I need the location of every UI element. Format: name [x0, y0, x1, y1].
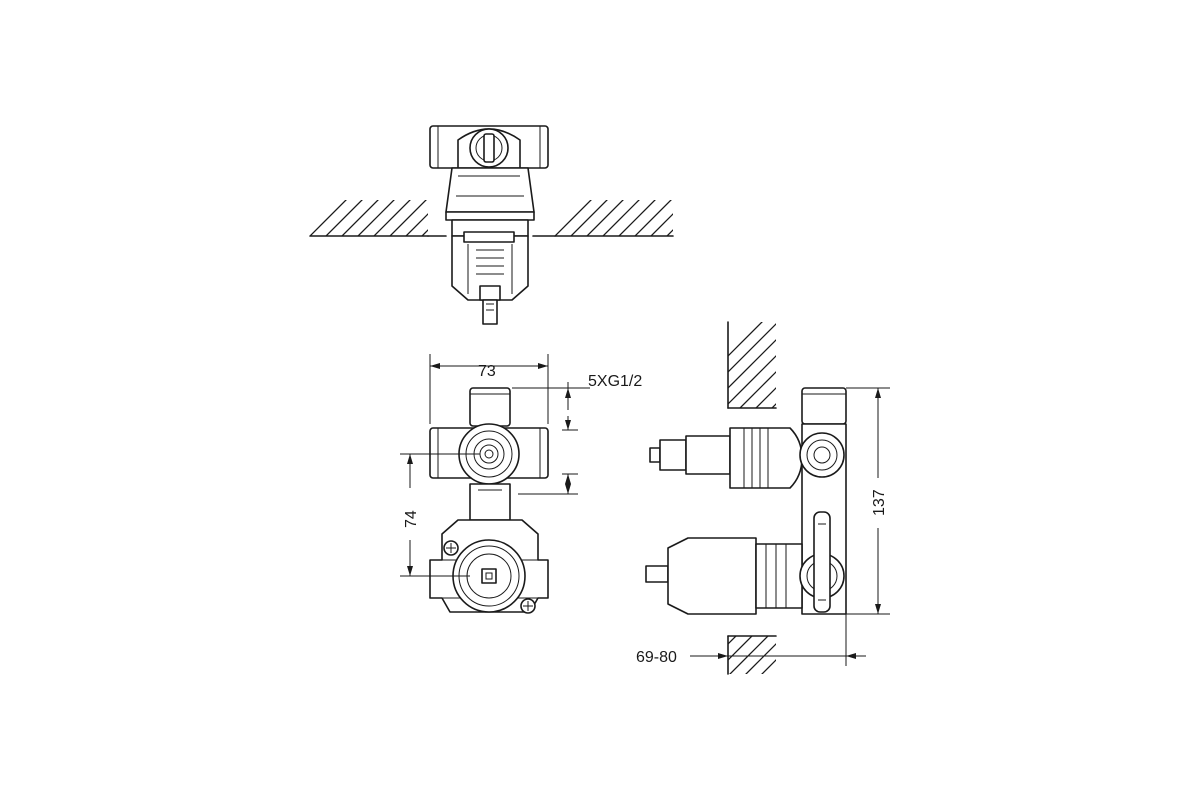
height-dimension-label: 74 — [403, 510, 420, 528]
depth-dimension-label: 137 — [871, 489, 888, 516]
side-top-outlet — [801, 387, 847, 425]
thread-size-label: 5XG1/2 — [588, 373, 642, 390]
side-dimensions — [690, 387, 890, 666]
front-dimensions — [400, 354, 590, 577]
width-dimension-label: 73 — [478, 363, 496, 380]
side-upper-port — [799, 432, 845, 478]
side-mounting-bracket — [813, 511, 831, 613]
side-view — [645, 321, 847, 675]
side-upper-spindle — [659, 439, 687, 471]
top-wall-hatch-right — [555, 200, 673, 236]
side-lower-handle-housing — [667, 537, 757, 615]
side-wall-hatch-bottom — [728, 636, 776, 674]
top-view — [309, 125, 674, 325]
top-valve-body — [429, 125, 549, 325]
front-view — [429, 387, 549, 614]
top-wall-hatch-left — [310, 200, 428, 236]
side-wall-hatch-top — [728, 322, 776, 408]
front-spindle-square — [481, 568, 497, 584]
wall-range-dimension-label: 69-80 — [636, 649, 677, 666]
side-upper-cartridge — [729, 427, 803, 489]
